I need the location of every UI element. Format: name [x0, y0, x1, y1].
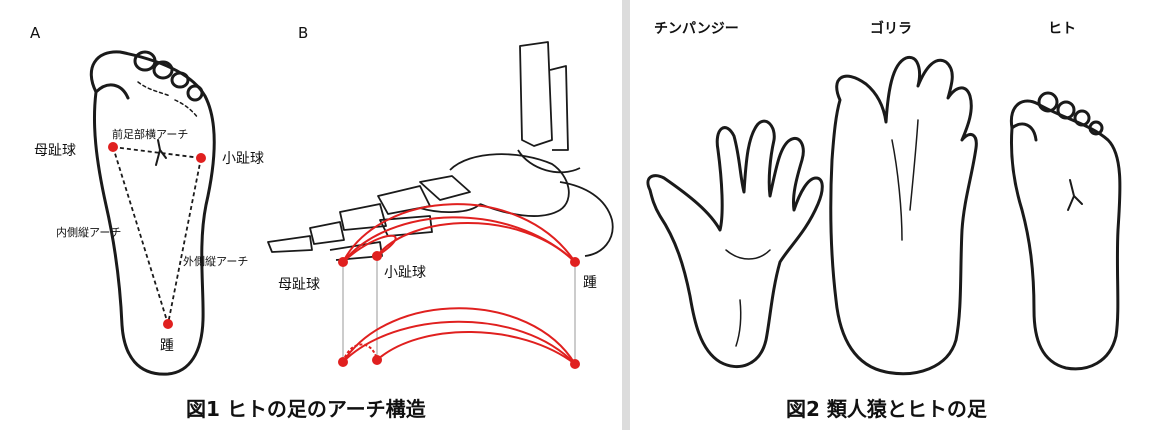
label-big-toe-ball-b: 母趾球 — [278, 274, 320, 294]
arch-points-a — [108, 142, 206, 329]
label-little-toe-ball-b: 小趾球 — [384, 262, 426, 282]
species-label-chimpanzee: チンパンジー — [654, 18, 739, 38]
label-little-toe-ball-a: 小趾球 — [222, 148, 264, 168]
chimpanzee-foot — [648, 121, 822, 366]
species-label-human: ヒト — [1048, 18, 1076, 38]
projection-lines-b — [343, 256, 575, 364]
label-heel-a: 踵 — [160, 335, 174, 355]
arch-triangle — [113, 147, 201, 324]
species-label-gorilla: ゴリラ — [870, 18, 912, 38]
label-heel-b: 踵 — [583, 272, 597, 292]
figure-2-caption: 図2 類人猿とヒトの足 — [786, 393, 987, 422]
foot-skeleton-b — [268, 42, 613, 260]
label-medial-arch: 内側縦アーチ — [56, 224, 121, 240]
figure-divider — [622, 0, 630, 430]
label-big-toe-ball-a: 母趾球 — [34, 140, 76, 160]
label-lateral-arch: 外側縦アーチ — [183, 253, 248, 269]
figure-1: A B 母趾球 前足部横アーチ 小趾球 内側縦アーチ 外側縦アーチ 踵 母趾球 … — [0, 0, 622, 430]
human-foot — [1011, 93, 1120, 369]
label-forefoot-arch: 前足部横アーチ — [112, 126, 188, 142]
footprint-a — [91, 52, 214, 374]
figure-2: チンパンジー ゴリラ ヒト 図2 類人猿とヒトの足 — [630, 0, 1158, 430]
figure-1-drawing — [0, 0, 622, 430]
panel-b-label: B — [298, 24, 308, 42]
gorilla-foot — [831, 57, 977, 373]
panel-a-label: A — [30, 24, 40, 42]
figure-2-drawing — [630, 0, 1158, 430]
figure-1-caption: 図1 ヒトの足のアーチ構造 — [186, 393, 426, 422]
